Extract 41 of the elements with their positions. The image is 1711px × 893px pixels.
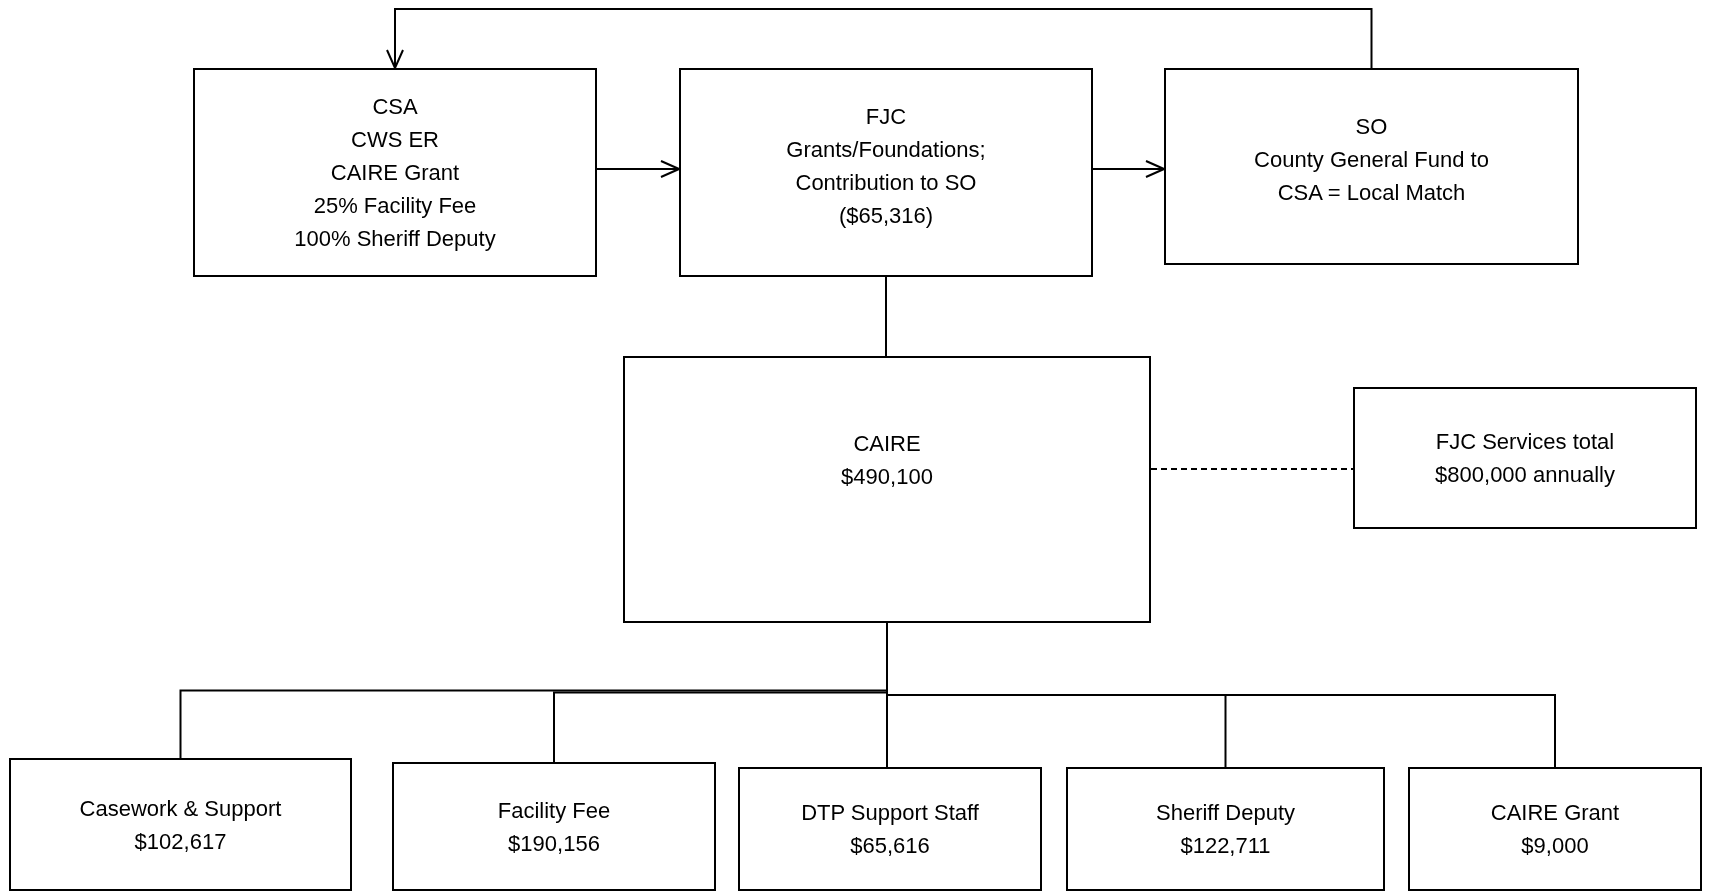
box-text: CWS ER	[351, 126, 439, 154]
process-box	[392, 762, 716, 891]
arrow	[596, 160, 680, 178]
box-text: 25% Facility Fee	[313, 192, 477, 220]
process-box	[1066, 767, 1385, 891]
process-box	[738, 767, 1042, 891]
process-box	[1353, 387, 1697, 529]
box-text: $102,617	[134, 827, 227, 856]
process-box	[9, 758, 352, 891]
box-text: $9,000	[1521, 832, 1589, 860]
box-text: CSA = Local Match	[1277, 179, 1466, 207]
connector-line	[885, 276, 887, 357]
box-text: CSA	[372, 93, 418, 121]
box-text: DTP Support Staff	[801, 799, 979, 827]
box-text: $190,156	[508, 829, 600, 858]
box-text: Casework & Support	[79, 794, 282, 823]
box-text: Contribution to SO	[795, 168, 977, 197]
box-text: FJC	[865, 102, 907, 131]
box-text: $800,000 annually	[1435, 461, 1615, 489]
box-text: FJC Services total	[1435, 428, 1615, 456]
dashed-connector	[1150, 468, 1354, 470]
box-text: $490,100	[841, 462, 933, 491]
box-text: Facility Fee	[497, 796, 611, 825]
process-box	[1408, 767, 1702, 891]
process-box	[623, 356, 1151, 623]
box-text: $65,616	[850, 832, 930, 860]
arrow	[386, 8, 1373, 69]
process-box	[679, 68, 1093, 277]
box-text: $122,711	[1180, 832, 1271, 860]
process-box	[193, 68, 597, 277]
box-text: CAIRE	[853, 429, 921, 458]
box-text: SO	[1355, 113, 1388, 141]
box-text: CAIRE Grant	[330, 159, 460, 187]
arrow	[1092, 160, 1165, 178]
process-box	[1164, 68, 1579, 265]
box-text: 100% Sheriff Deputy	[294, 225, 496, 253]
box-text: ($65,316)	[838, 201, 934, 230]
box-text: CAIRE Grant	[1490, 799, 1620, 827]
box-text: County General Fund to	[1254, 146, 1489, 174]
box-text: Grants/Foundations;	[786, 135, 986, 164]
box-text: Sheriff Deputy	[1156, 799, 1295, 827]
